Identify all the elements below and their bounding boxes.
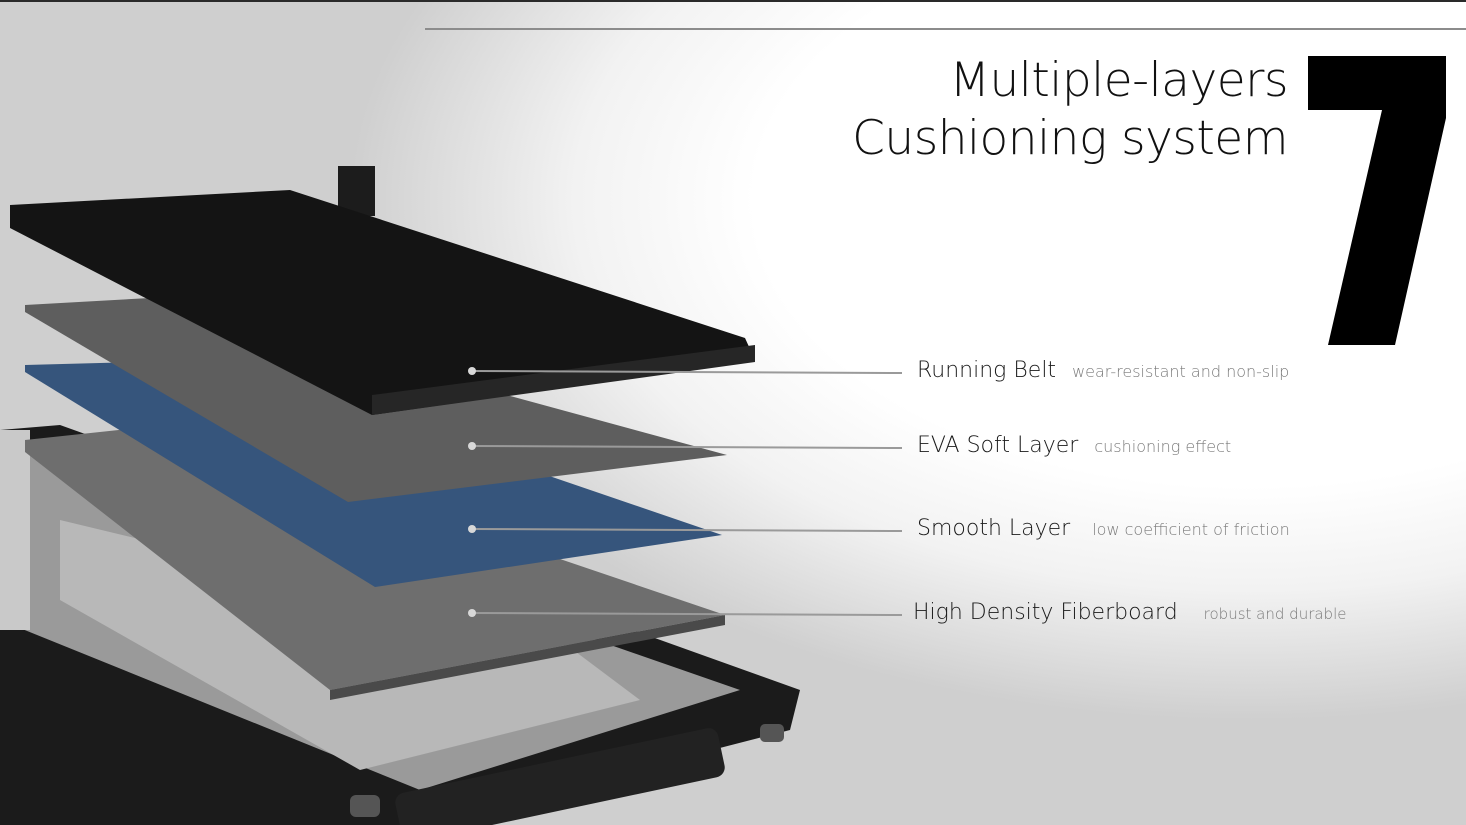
number-seven-graphic <box>1308 56 1446 345</box>
layer-name: Running Belt <box>917 358 1057 383</box>
title-line-2: Cushioning system <box>852 111 1288 166</box>
layer-name: High Density Fiberboard <box>913 600 1178 625</box>
layer-name: EVA Soft Layer <box>917 433 1079 458</box>
layer-name: Smooth Layer <box>917 516 1071 541</box>
layer-desc: low coefficient of friction <box>1092 520 1290 539</box>
top-border <box>0 0 1466 2</box>
page-title: Multiple-layers Cushioning system <box>852 52 1288 168</box>
leader-dots <box>468 367 476 617</box>
layer-desc: cushioning effect <box>1094 437 1232 456</box>
running-belt-layer <box>10 190 755 415</box>
leader-lines <box>471 370 903 616</box>
layer-label-smooth: Smooth Layer low coefficient of friction <box>917 516 1290 541</box>
layer-label-eva: EVA Soft Layer cushioning effect <box>917 433 1231 458</box>
layer-desc: robust and durable <box>1203 605 1347 623</box>
header-rule <box>425 28 1466 30</box>
layer-desc: wear-resistant and non-slip <box>1072 362 1290 381</box>
layer-label-fiberboard: High Density Fiberboard robust and durab… <box>913 600 1346 625</box>
layer-label-running-belt: Running Belt wear-resistant and non-slip <box>917 358 1289 383</box>
title-line-1: Multiple-layers <box>949 53 1288 108</box>
